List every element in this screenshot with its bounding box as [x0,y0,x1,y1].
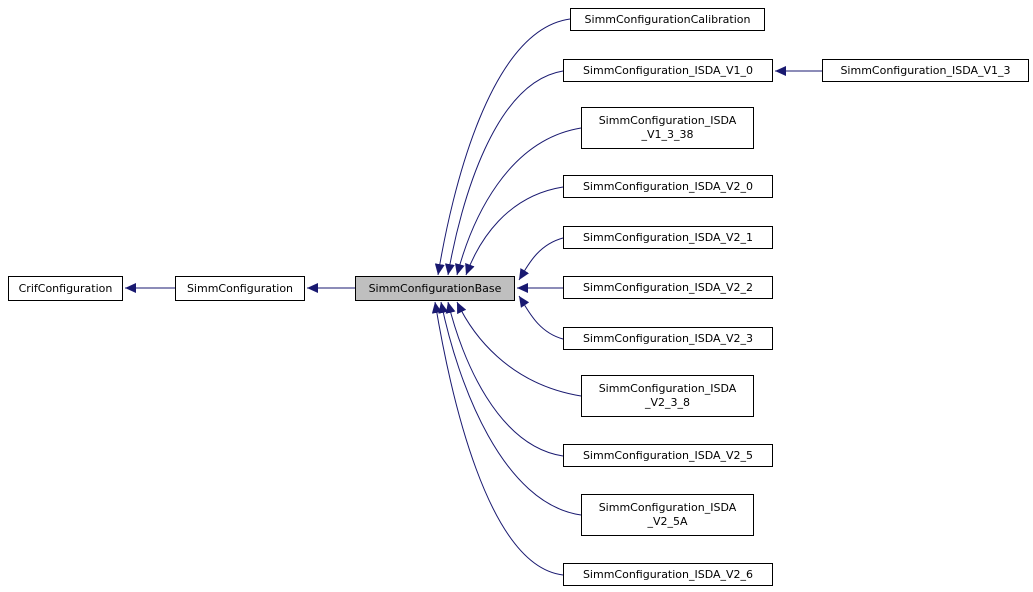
edge-isda-v2-1-to-base [518,237,564,281]
node-simmconfiguration-isda-v1-0[interactable]: SimmConfiguration_ISDA_V1_0 [563,59,773,82]
node-simmconfiguration-isda-v1-3[interactable]: SimmConfiguration_ISDA_V1_3 [822,59,1029,82]
node-simmconfiguration-isda-v2-5a[interactable]: SimmConfiguration_ISDA _V2_5A [581,494,754,536]
edge-isda-v2-0-to-base [465,186,564,276]
node-simmconfiguration-isda-v2-3[interactable]: SimmConfiguration_ISDA_V2_3 [563,327,773,350]
node-crifconfiguration[interactable]: CrifConfiguration [8,276,123,301]
node-simmconfiguration-isda-v2-2[interactable]: SimmConfiguration_ISDA_V2_2 [563,276,773,299]
edge-isda-v2-3-8-to-base [456,301,582,397]
node-simmconfiguration-isda-v2-1[interactable]: SimmConfiguration_ISDA_V2_1 [563,226,773,249]
edge-isda-v1-3-38-to-base [454,127,582,276]
node-simmconfigurationbase: SimmConfigurationBase [355,276,515,301]
edge-calibration-to-base [434,18,571,276]
node-simmconfiguration-isda-v1-3-38[interactable]: SimmConfiguration_ISDA _V1_3_38 [581,107,754,149]
edge-isda-v2-5-to-base [445,301,564,457]
node-simmconfiguration-isda-v2-3-8[interactable]: SimmConfiguration_ISDA _V2_3_8 [581,375,754,417]
edge-isda-v2-5a-to-base [438,301,582,516]
node-simmconfiguration-isda-v2-0[interactable]: SimmConfiguration_ISDA_V2_0 [563,175,773,198]
node-simmconfiguration-isda-v2-6[interactable]: SimmConfiguration_ISDA_V2_6 [563,563,773,586]
node-simmconfiguration[interactable]: SimmConfiguration [175,276,305,301]
edge-isda-v2-6-to-base [431,301,564,576]
node-simmconfigurationcalibration[interactable]: SimmConfigurationCalibration [570,8,765,31]
edge-isda-v1-0-to-base [444,70,564,276]
edge-isda-v2-3-to-base [518,295,564,340]
node-simmconfiguration-isda-v2-5[interactable]: SimmConfiguration_ISDA_V2_5 [563,444,773,467]
